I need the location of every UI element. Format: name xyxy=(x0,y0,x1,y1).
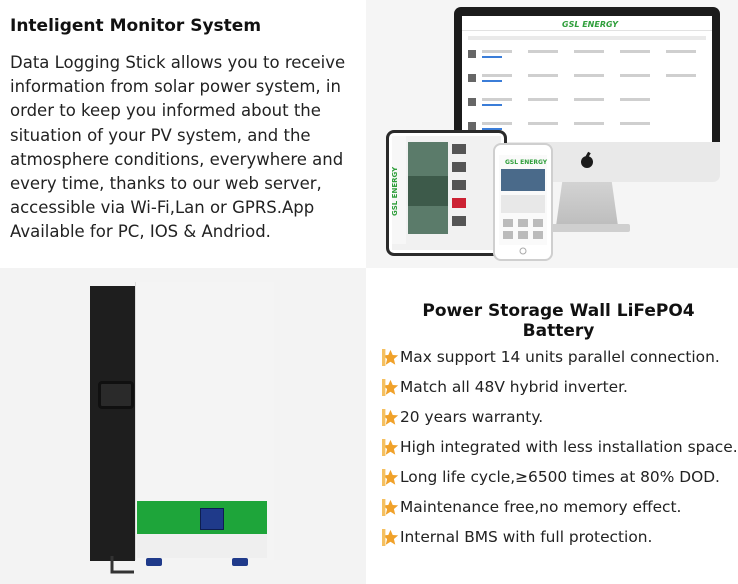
feature-list: Max support 14 units parallel connection… xyxy=(382,342,738,552)
list-item: Maintenance free,no memory effect. xyxy=(382,492,738,522)
star-icon xyxy=(382,528,399,546)
monitor-system-description: Data Logging Stick allows you to receive… xyxy=(10,51,360,245)
phone-brand-text: GSL ENERGY xyxy=(505,159,548,166)
list-item: Match all 48V hybrid inverter. xyxy=(382,372,738,402)
description-line: information from solar power system, in xyxy=(10,77,341,97)
battery-display-icon xyxy=(200,508,224,530)
tablet-brand-text: GSL ENERGY xyxy=(392,166,399,216)
list-item: Max support 14 units parallel connection… xyxy=(382,342,738,372)
description-line: order to keep you informed about the xyxy=(10,101,321,121)
battery-stand-bracket xyxy=(110,556,134,574)
feature-text: Maintenance free,no memory effect. xyxy=(400,498,682,516)
star-icon xyxy=(382,378,399,396)
list-item: High integrated with less installation s… xyxy=(382,432,738,462)
battery-title: Power Storage Wall LiFePO4 Battery xyxy=(422,301,695,341)
tablet-icon: GSL ENERGY xyxy=(386,130,507,256)
description-line: atmosphere conditions, everywhere and xyxy=(10,149,344,169)
battery-wall-unit-image xyxy=(0,268,366,584)
description-line: Data Logging Stick allows you to receive xyxy=(10,53,346,72)
star-icon xyxy=(382,408,399,426)
phone-icon: GSL ENERGY xyxy=(493,143,553,261)
battery-foot xyxy=(146,558,162,566)
feature-text: Internal BMS with full protection. xyxy=(400,528,653,546)
description-line: situation of your PV system, and the xyxy=(10,125,311,145)
monitor-system-section: Inteligent Monitor System Data Logging S… xyxy=(0,0,366,268)
description-line: accessible via Wi-Fi,Lan or GPRS.App xyxy=(10,198,315,218)
description-line: Available for PC, IOS & Andriod. xyxy=(10,222,271,242)
list-item: Internal BMS with full protection. xyxy=(382,522,738,552)
feature-text: Long life cycle,≥6500 times at 80% DOD. xyxy=(400,468,720,486)
devices-image: GSL ENERGY xyxy=(366,0,738,268)
star-icon xyxy=(382,438,399,456)
list-item: Long life cycle,≥6500 times at 80% DOD. xyxy=(382,462,738,492)
battery-foot xyxy=(232,558,248,566)
monitor-screen: GSL ENERGY xyxy=(462,16,712,143)
monitor-stand xyxy=(556,182,618,226)
monitor-foot xyxy=(544,224,630,232)
monitor-system-title: Inteligent Monitor System xyxy=(10,16,262,36)
feature-text: High integrated with less installation s… xyxy=(400,438,738,456)
battery-features-section: Power Storage Wall LiFePO4 Battery Max s… xyxy=(366,268,738,584)
feature-text: Match all 48V hybrid inverter. xyxy=(400,378,628,396)
battery-handle xyxy=(98,381,134,409)
list-item: 20 years warranty. xyxy=(382,402,738,432)
battery-base xyxy=(137,534,267,558)
feature-text: 20 years warranty. xyxy=(400,408,544,426)
brand-text: GSL ENERGY xyxy=(562,20,619,29)
star-icon xyxy=(382,468,399,486)
battery-side-panel xyxy=(90,286,135,561)
description-line: every time, thanks to our web server, xyxy=(10,174,322,194)
star-icon xyxy=(382,348,399,366)
apple-logo-icon xyxy=(581,151,593,168)
star-icon xyxy=(382,498,399,516)
feature-text: Max support 14 units parallel connection… xyxy=(400,348,720,366)
